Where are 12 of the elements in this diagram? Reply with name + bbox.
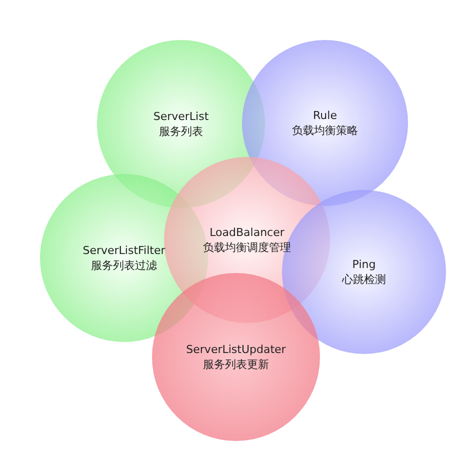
circle-label: LoadBalancer — [208, 225, 286, 240]
circle-label: Rule — [312, 108, 338, 123]
circle-label: 负载均衡策略 — [291, 123, 359, 138]
circle-label: ServerList — [152, 109, 210, 124]
circle-label: 服务列表过滤 — [90, 258, 158, 273]
circle-label: 服务列表更新 — [202, 357, 270, 372]
circle-label: 服务列表 — [158, 124, 204, 139]
circle-label: ServerListFilter — [82, 243, 166, 258]
circle-label: 负载均衡调度管理 — [202, 240, 292, 255]
circle-label: Ping — [351, 257, 377, 272]
circle-label: ServerListUpdater — [185, 342, 287, 357]
circle-label: 心跳检测 — [340, 272, 387, 287]
